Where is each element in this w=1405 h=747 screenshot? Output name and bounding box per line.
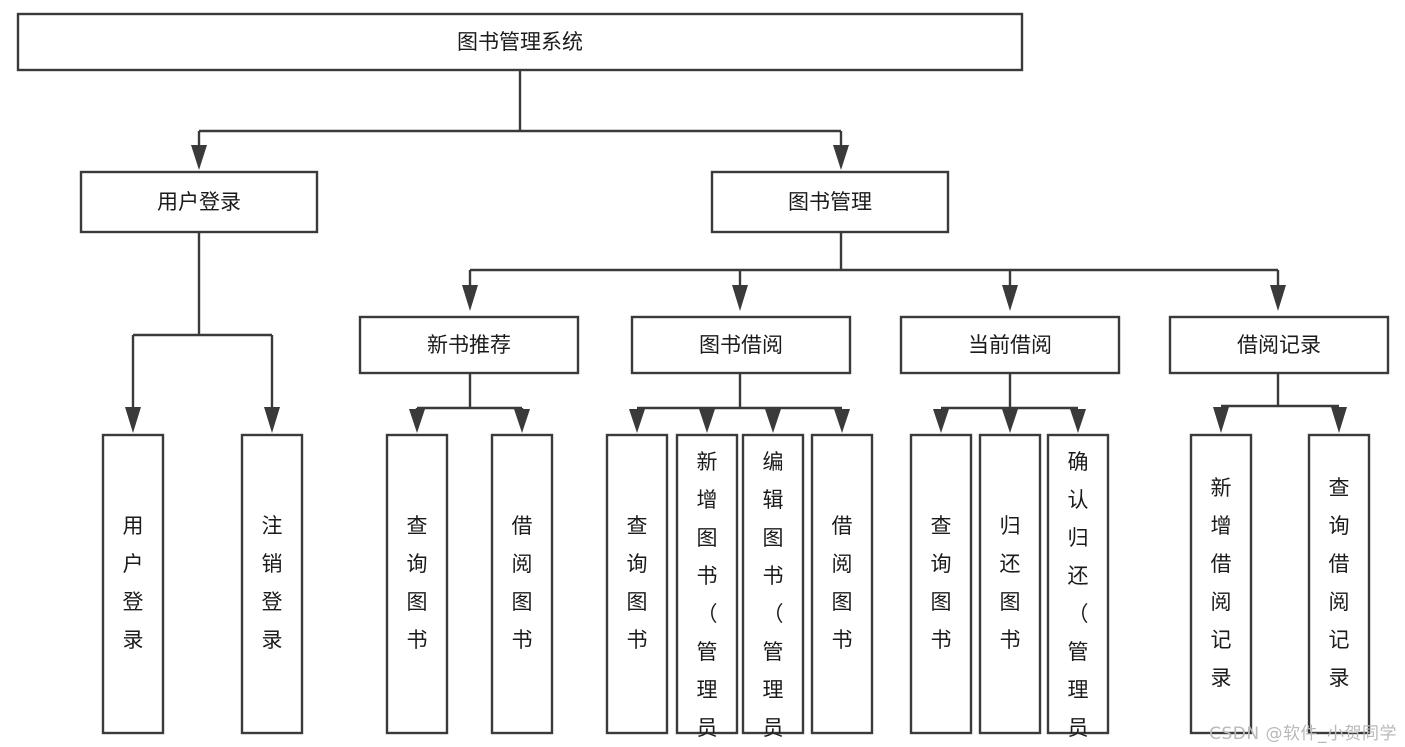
arrow-head-leaf-edit-book [765, 409, 781, 433]
arrow-head-leaf-borrow-book-2 [834, 409, 850, 433]
node-leaf-borrow-book-1[interactable]: 借阅图书 [490, 433, 554, 735]
arrow-head-leaf-user-login [125, 407, 141, 433]
node-root[interactable]: 图书管理系统 [16, 12, 1024, 72]
connector-group-borrow-record [1213, 373, 1347, 433]
node-leaf-query-book-3[interactable]: 查询图书 [909, 433, 973, 735]
node-book-borrow-box[interactable] [630, 315, 852, 375]
arrow-head-leaf-query-record [1331, 407, 1347, 433]
arrow-head-user-login [191, 145, 207, 170]
node-leaf-logout-login[interactable]: 注销登录 [240, 433, 304, 735]
node-new-book-recommend-label: 新书推荐 [427, 333, 511, 357]
connector-group-current-borrow [933, 373, 1086, 433]
node-leaf-query-book-2-label: 查询图书 [627, 514, 648, 652]
node-borrow-record[interactable]: 借阅记录 [1168, 315, 1390, 375]
arrow-head-book-borrow [732, 285, 748, 311]
node-leaf-return-book-label: 归还图书 [1000, 514, 1021, 652]
node-leaf-edit-book-box[interactable] [741, 433, 805, 735]
node-leaf-query-record-box[interactable] [1307, 433, 1371, 735]
arrow-head-leaf-logout-login [264, 407, 280, 433]
node-leaf-return-book-box[interactable] [978, 433, 1042, 735]
node-leaf-confirm-return-label: 确认归还（管理员） [1068, 450, 1089, 747]
node-user-login-box[interactable] [79, 170, 319, 234]
node-current-borrow-label: 当前借阅 [968, 333, 1052, 357]
node-leaf-query-book-2-box[interactable] [605, 433, 669, 735]
node-leaf-borrow-book-2[interactable]: 借阅图书 [810, 433, 874, 735]
node-leaf-logout-login-label: 注销登录 [262, 514, 283, 652]
arrow-head-leaf-add-record [1213, 407, 1229, 433]
connector-group-book-manage [462, 232, 1286, 311]
node-leaf-add-record-label: 新增借阅记录 [1211, 476, 1232, 690]
arrow-head-leaf-add-book [699, 409, 715, 433]
connector-group-book-borrow [629, 373, 850, 433]
node-new-book-recommend[interactable]: 新书推荐 [358, 315, 580, 375]
arrow-head-book-manage [833, 145, 849, 170]
node-borrow-record-box[interactable] [1168, 315, 1390, 375]
csdn-watermark: CSDN @软件_小贺同学 [1209, 724, 1397, 744]
node-current-borrow-box[interactable] [899, 315, 1121, 375]
node-leaf-edit-book[interactable]: 编辑图书（管理员） [741, 433, 805, 747]
node-leaf-user-login-box[interactable] [101, 433, 165, 735]
node-leaf-borrow-book-2-label: 借阅图书 [832, 514, 853, 652]
node-current-borrow[interactable]: 当前借阅 [899, 315, 1121, 375]
node-leaf-add-record-box[interactable] [1189, 433, 1253, 735]
node-book-borrow[interactable]: 图书借阅 [630, 315, 852, 375]
node-leaf-confirm-return[interactable]: 确认归还（管理员） [1046, 433, 1110, 747]
connector-group-root [191, 70, 849, 170]
node-leaf-query-book-1[interactable]: 查询图书 [385, 433, 449, 735]
arrow-head-borrow-record [1270, 285, 1286, 311]
node-leaf-return-book[interactable]: 归还图书 [978, 433, 1042, 735]
node-book-manage-box[interactable] [710, 170, 950, 234]
node-leaf-user-login[interactable]: 用户登录 [101, 433, 165, 735]
node-leaf-user-login-label: 用户登录 [123, 514, 144, 652]
arrow-head-leaf-query-book-1 [409, 409, 425, 433]
node-leaf-borrow-book-1-box[interactable] [490, 433, 554, 735]
node-leaf-add-record[interactable]: 新增借阅记录 [1189, 433, 1253, 735]
node-leaf-query-book-3-label: 查询图书 [931, 514, 952, 652]
node-leaf-query-book-3-box[interactable] [909, 433, 973, 735]
node-leaf-query-record-label: 查询借阅记录 [1329, 476, 1350, 690]
arrow-head-current-borrow [1002, 285, 1018, 311]
node-leaf-add-book-box[interactable] [675, 433, 739, 735]
node-leaf-query-record[interactable]: 查询借阅记录 [1307, 433, 1371, 735]
arrow-head-leaf-borrow-book-1 [514, 409, 530, 433]
node-leaf-logout-login-box[interactable] [240, 433, 304, 735]
node-root-box[interactable] [16, 12, 1024, 72]
node-book-borrow-label: 图书借阅 [699, 333, 783, 357]
arrow-head-new-book-recommend [462, 285, 478, 311]
node-leaf-add-book[interactable]: 新增图书（管理员） [675, 433, 739, 747]
node-leaf-query-book-2[interactable]: 查询图书 [605, 433, 669, 735]
node-root-label: 图书管理系统 [457, 30, 583, 54]
node-leaf-edit-book-label: 编辑图书（管理员） [763, 450, 784, 747]
node-leaf-borrow-book-1-label: 借阅图书 [512, 514, 533, 652]
node-leaf-confirm-return-box[interactable] [1046, 433, 1110, 735]
arrow-head-leaf-query-book-3 [933, 409, 949, 433]
connector-group-new-book-recommend [409, 373, 530, 433]
connector-group-user-login [125, 232, 280, 433]
node-leaf-add-book-label: 新增图书（管理员） [697, 450, 718, 747]
node-user-login[interactable]: 用户登录 [79, 170, 319, 234]
arrow-head-leaf-return-book [1002, 409, 1018, 433]
arrow-head-leaf-query-book-2 [629, 409, 645, 433]
node-leaf-query-book-1-box[interactable] [385, 433, 449, 735]
node-book-manage-label: 图书管理 [788, 190, 872, 214]
node-new-book-recommend-box[interactable] [358, 315, 580, 375]
node-leaf-borrow-book-2-box[interactable] [810, 433, 874, 735]
node-book-manage[interactable]: 图书管理 [710, 170, 950, 234]
node-borrow-record-label: 借阅记录 [1237, 333, 1321, 357]
arrow-head-leaf-confirm-return [1070, 409, 1086, 433]
node-leaf-query-book-1-label: 查询图书 [407, 514, 428, 652]
node-user-login-label: 用户登录 [157, 190, 241, 214]
